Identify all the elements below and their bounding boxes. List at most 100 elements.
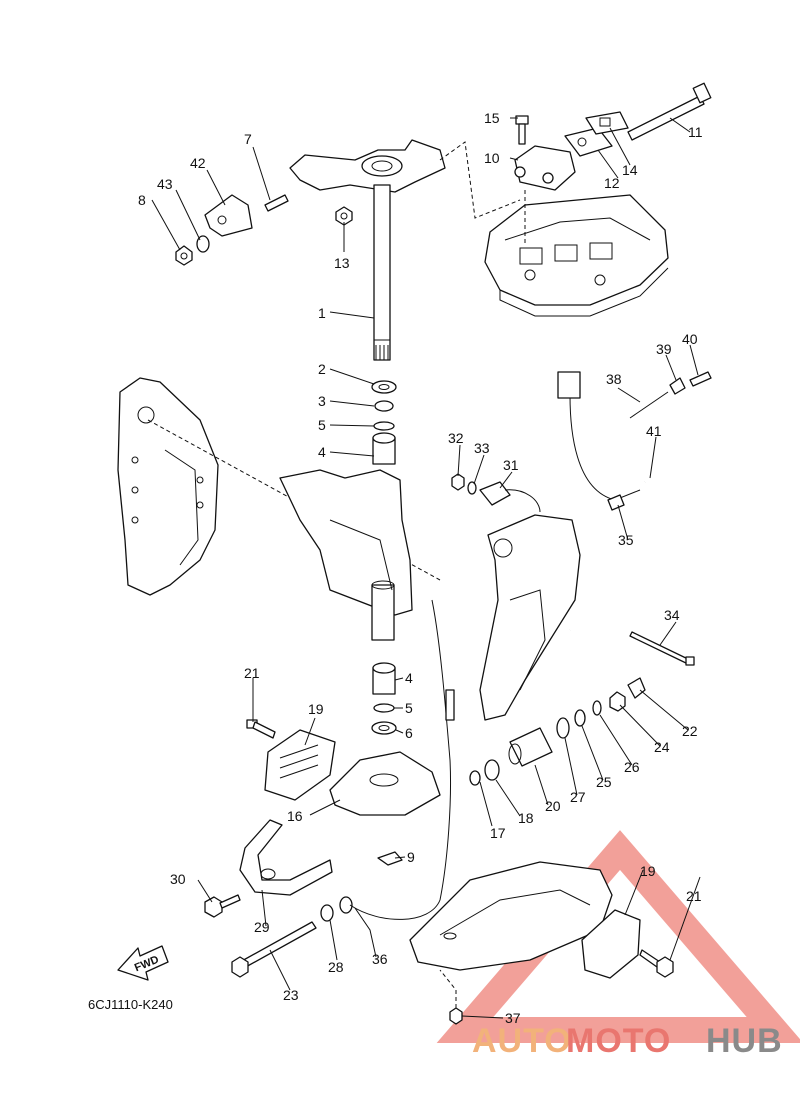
cover-19-right [581,909,641,979]
collar-20 [508,727,553,767]
callout-12: 12 [604,175,620,191]
callout-22: 22 [682,723,698,739]
callout-20: 20 [545,798,561,814]
callout-10: 10 [484,150,500,166]
callout-30: 30 [170,871,186,887]
callout-26: 26 [624,759,640,775]
screw-40 [689,371,712,387]
callout-33: 33 [474,440,490,456]
callout-38: 38 [606,371,622,387]
callout-19: 19 [308,701,324,717]
clamp-39 [669,377,686,395]
bolt-21 [246,719,276,739]
fwd-arrow-icon [117,945,169,981]
callout-11: 11 [688,124,703,140]
callout-labels: 1 2 3 5 4 7 42 43 8 13 15 10 11 12 14 21… [138,110,703,1026]
cover-19 [264,729,336,801]
bushing-3 [374,400,394,412]
callout-5: 5 [318,417,326,433]
diagram-code: 6CJ1110-K240 [88,997,173,1012]
lower-bracket [409,861,613,971]
bolt-32 [451,473,465,491]
callout-5-lower: 5 [405,700,413,716]
watermark-moto: MOTO [566,1022,671,1060]
steering-arm [289,139,446,193]
cover-29 [239,819,333,896]
clip-35 [607,494,625,511]
clamp-bracket-right [479,514,581,721]
callout-24: 24 [654,739,670,755]
bushing-4-lower [372,662,396,695]
cable-tie-34 [629,631,695,666]
callout-2: 2 [318,361,326,377]
washer-26 [592,700,602,716]
callout-14: 14 [622,162,638,178]
washer-27 [556,717,570,739]
friction-block-10 [514,145,576,191]
callout-34: 34 [664,607,680,623]
callout-17: 17 [490,825,506,841]
callout-31: 31 [503,457,519,473]
bolt-7 [264,194,289,212]
nut-13 [335,206,353,226]
bolt-23 [231,921,317,978]
callout-23: 23 [283,987,299,1003]
callout-21-right: 21 [686,888,702,904]
callout-41: 41 [646,423,662,439]
watermark-auto: AUTO [472,1022,572,1060]
assembly-line [439,141,521,219]
harness-41 [565,459,743,632]
steering-shaft-1 [373,184,391,361]
plate-14 [585,111,629,135]
bolt-21-right [639,949,674,978]
bolt-11 [627,82,712,141]
screw-37 [439,969,463,1025]
washer-28 [320,904,334,922]
nut-8 [175,245,193,266]
callout-21: 21 [244,665,260,681]
upper-mount-bracket [484,194,669,317]
o-ring-5 [373,421,395,431]
watermark-hub: HUB [706,1022,783,1060]
callout-4: 4 [318,444,326,460]
callout-8: 8 [138,192,146,208]
callout-27: 27 [570,789,586,805]
washer-33 [467,481,477,495]
callout-29: 29 [254,919,270,935]
watermark-text: AUTO MOTO HUB [472,1022,783,1060]
callout-4-lower: 4 [405,670,413,686]
callout-32: 32 [448,430,464,446]
bushing-4 [372,432,396,465]
swivel-bracket [279,469,413,641]
callout-25: 25 [596,774,612,790]
clamp-bracket-left [117,377,219,596]
plate-12 [564,127,613,157]
callout-3: 3 [318,393,326,409]
callout-43: 43 [157,176,173,192]
cap-22 [627,677,646,699]
cable-38 [557,371,669,501]
washer-6 [371,721,397,735]
washer-17 [469,770,481,786]
callout-18: 18 [518,810,534,826]
clip-9 [377,851,403,866]
bolt-30 [204,894,241,918]
o-ring-5-lower [373,703,395,713]
lead-36 [349,599,455,920]
sensor-31 [479,481,541,513]
callout-13: 13 [334,255,350,271]
callout-35: 35 [618,532,634,548]
callout-7: 7 [244,131,252,147]
callout-19-right: 19 [640,863,656,879]
washer-2 [371,380,397,394]
callout-6: 6 [405,725,413,741]
callout-15: 15 [484,110,500,126]
callout-42: 42 [190,155,206,171]
bolt-15 [515,115,529,145]
callout-28: 28 [328,959,344,975]
callout-39: 39 [656,341,672,357]
callout-36: 36 [372,951,388,967]
callout-1: 1 [318,305,326,321]
washer-25 [574,709,586,727]
